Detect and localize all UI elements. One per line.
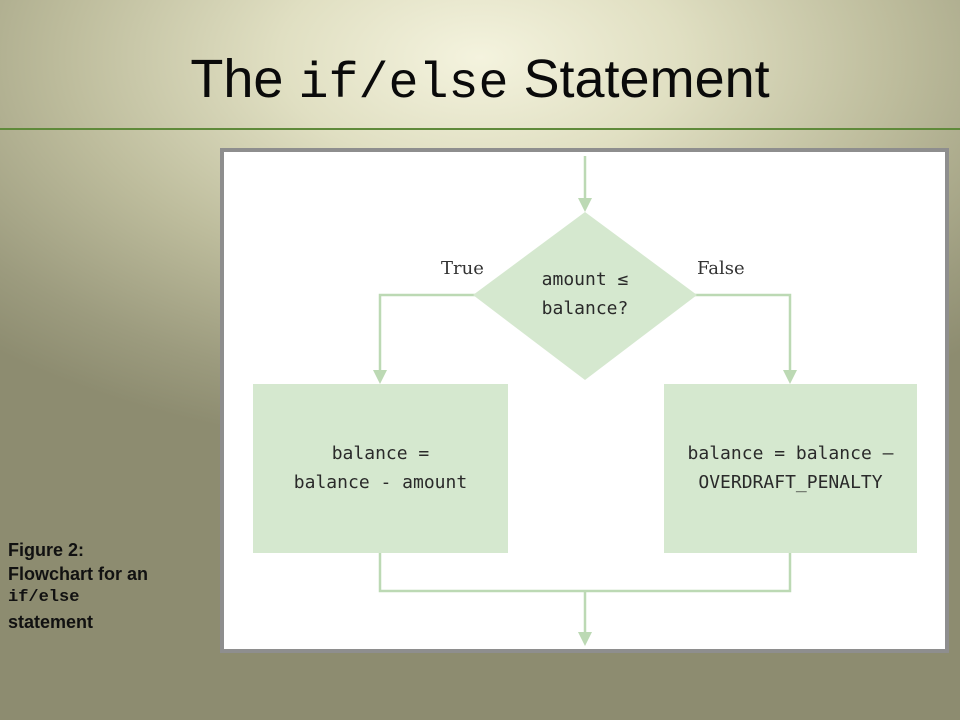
false-action-line-1: balance = balance –: [687, 443, 894, 464]
false-action-line-2: OVERDRAFT_PENALTY: [698, 472, 883, 493]
caption-line-2: Flowchart for an: [8, 564, 149, 584]
connectors: [378, 156, 792, 634]
arrowheads: [373, 198, 797, 646]
flowchart-svg: [253, 156, 917, 646]
title-prefix: The: [190, 49, 284, 109]
flowchart-canvas: amount ≤ balance? True False balance = b…: [224, 152, 945, 649]
title-suffix: Statement: [523, 49, 770, 109]
entry-arrowhead: [578, 198, 592, 212]
decision-diamond: [473, 212, 697, 380]
false-action-box: [664, 384, 917, 553]
true-label: True: [441, 258, 484, 279]
title-code: if/else: [298, 56, 509, 113]
figure-frame: amount ≤ balance? True False balance = b…: [220, 148, 949, 653]
false-branch-line: [692, 293, 792, 372]
false-arrowhead: [783, 370, 797, 384]
figure-caption: Figure 2: Flowchart for an if/else state…: [8, 538, 213, 634]
false-action-text: balance = balance – OVERDRAFT_PENALTY: [664, 439, 917, 497]
exit-arrowhead: [578, 632, 592, 646]
true-arrowhead: [373, 370, 387, 384]
merge-line: [378, 553, 792, 593]
true-action-line-1: balance =: [331, 443, 430, 464]
caption-line-1: Figure 2:: [8, 540, 85, 560]
true-action-line-2: balance - amount: [293, 472, 468, 493]
title-underline: [0, 128, 960, 130]
true-action-text: balance = balance - amount: [253, 439, 508, 497]
caption-line-4: statement: [8, 612, 94, 632]
true-branch-line: [378, 293, 478, 372]
decision-line-1: amount ≤: [541, 269, 629, 290]
false-label: False: [697, 258, 745, 279]
decision-text: amount ≤ balance?: [505, 265, 665, 323]
caption-code: if/else: [8, 588, 80, 607]
true-action-box: [253, 384, 508, 553]
slide-title: The if/else Statement: [0, 52, 960, 110]
decision-line-2: balance?: [541, 298, 629, 319]
